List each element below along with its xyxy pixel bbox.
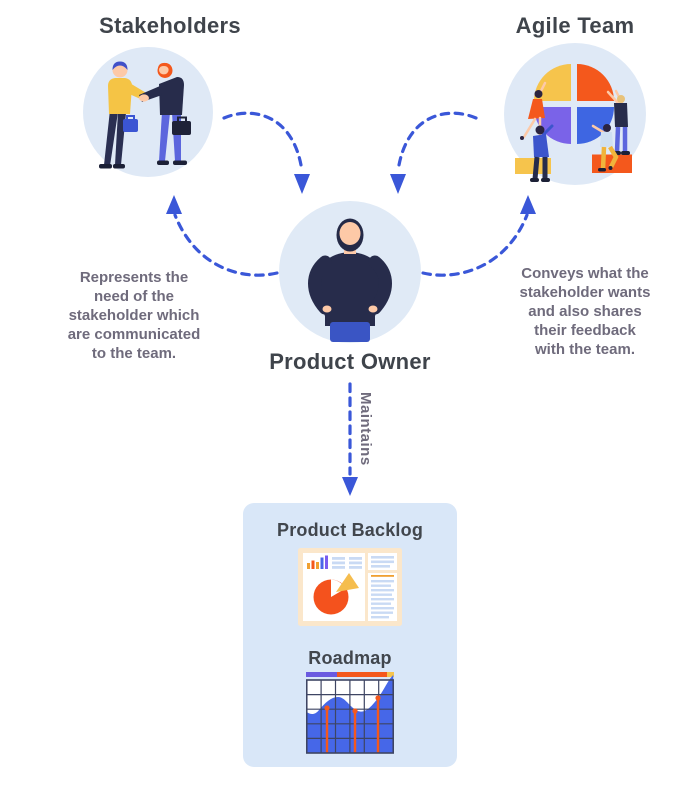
milestone-markers (324, 695, 381, 753)
mini-tables (332, 557, 362, 569)
yellow-block (515, 158, 551, 174)
artifacts-panel: Product Backlog (243, 503, 457, 767)
stakeholder-communication-note: Represents the need of the stakeholder w… (67, 269, 201, 362)
black-briefcase (172, 116, 191, 135)
handshake (139, 94, 149, 102)
agile-team-pie-icon (504, 43, 646, 185)
arrow-stakeholders-to-owner (222, 111, 310, 194)
product-backlog-title: Product Backlog (276, 520, 424, 540)
product-owner-figure (308, 218, 392, 342)
product-owner-title: Product Owner (269, 349, 431, 374)
arrow-agileteam-to-owner (390, 111, 478, 194)
team-member-orange-dress (520, 81, 547, 146)
arrow-owner-to-stakeholders (166, 195, 279, 277)
agile-team-title: Agile Team (515, 13, 635, 38)
team-member-blue-shirt (530, 124, 554, 182)
team-feedback-note: Conveys what the stakeholder wants and a… (519, 265, 651, 358)
maintains-label: Maintains (357, 392, 374, 466)
grid-lines (306, 680, 394, 753)
roadmap-title: Roadmap (308, 648, 392, 668)
mini-pie-chart (313, 573, 359, 615)
product-backlog-document-icon (298, 548, 402, 626)
arrow-owner-to-agileteam (421, 195, 536, 277)
blue-briefcase (123, 115, 138, 132)
team-member-navy-sweater (606, 89, 630, 155)
team-member-yellow-pants (591, 124, 619, 172)
document-text-lines (371, 556, 394, 619)
mini-bar-chart (307, 555, 328, 569)
progress-stripe (306, 672, 394, 677)
product-owner-icon (279, 201, 421, 343)
businessman-navy (139, 62, 191, 165)
stakeholders-handshake-icon (83, 47, 213, 177)
roadmap-chart-icon (306, 672, 394, 754)
stakeholders-title: Stakeholders (99, 13, 241, 38)
arrow-owner-to-backlog-maintains (342, 382, 358, 496)
businessman-yellow (99, 61, 148, 169)
